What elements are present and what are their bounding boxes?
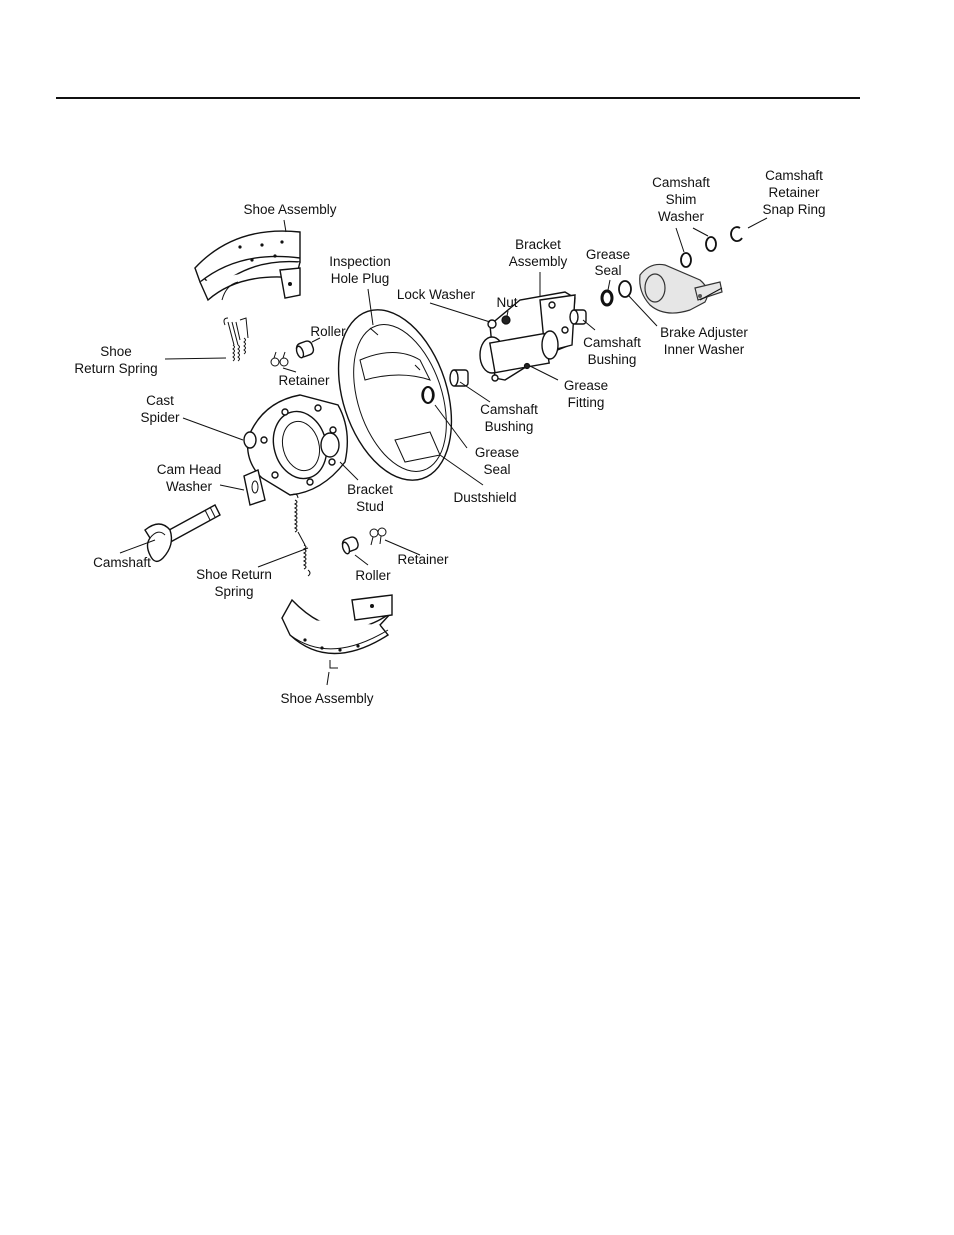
label-shoe-return-spring-top-1: Shoe	[100, 344, 132, 359]
leader-lines	[119, 217, 768, 686]
label-roller-bottom: Roller	[355, 568, 391, 583]
label-grease-fitting-2: Fitting	[568, 395, 605, 410]
label-shoe-return-spring-bottom-2: Spring	[214, 584, 253, 599]
camshaft-bushing-middle-part	[449, 369, 469, 387]
label-cam-head-washer-1: Cam Head	[157, 462, 222, 477]
label-lock-washer: Lock Washer	[397, 287, 476, 302]
cast-spider-part	[243, 394, 348, 496]
label-shoe-assembly-top: Shoe Assembly	[243, 202, 336, 217]
label-camshaft-bushing-middle-1: Camshaft	[480, 402, 538, 417]
label-brake-adjuster-inner-washer-2: Inner Washer	[664, 342, 745, 357]
label-camshaft-shim-washer-1: Camshaft	[652, 175, 710, 190]
camshaft-part	[144, 504, 221, 563]
top-rule	[56, 97, 860, 99]
label-shoe-assembly-bottom: Shoe Assembly	[280, 691, 373, 706]
label-inspection-hole-plug-2: Hole Plug	[331, 271, 390, 286]
nut-part	[501, 315, 511, 325]
label-snap-ring-3: Snap Ring	[762, 202, 825, 217]
cam-head-washer-part	[243, 469, 266, 506]
label-cast-spider-1: Cast	[146, 393, 174, 408]
label-camshaft-shim-washer-3: Washer	[658, 209, 705, 224]
roller-top-part	[295, 340, 315, 359]
camshaft-bushing-top-part	[569, 309, 587, 325]
label-shoe-return-spring-bottom-1: Shoe Return	[196, 567, 272, 582]
camshaft-shim-washer-part-1	[680, 252, 692, 268]
label-bracket-stud-1: Bracket	[347, 482, 393, 497]
bracket-assembly-part	[479, 291, 576, 382]
label-brake-adjuster-inner-washer-1: Brake Adjuster	[660, 325, 748, 340]
label-bracket-assembly-1: Bracket	[515, 237, 561, 252]
label-camshaft: Camshaft	[93, 555, 151, 570]
brake-adjuster-inner-washer-part	[618, 280, 632, 298]
slack-adjuster-part	[639, 263, 723, 314]
label-grease-seal-top-1: Grease	[586, 247, 630, 262]
label-camshaft-bushing-top-1: Camshaft	[583, 335, 641, 350]
lock-washer-part	[487, 319, 497, 329]
roller-bottom-part	[341, 536, 359, 555]
shoe-assembly-bottom-part	[281, 594, 393, 669]
label-cam-head-washer-2: Washer	[166, 479, 213, 494]
label-grease-seal-top-2: Seal	[594, 263, 621, 278]
label-inspection-hole-plug-1: Inspection	[329, 254, 391, 269]
label-nut: Nut	[496, 295, 517, 310]
grease-seal-top-part	[600, 289, 614, 307]
label-grease-seal-middle-2: Seal	[483, 462, 510, 477]
label-bracket-assembly-2: Assembly	[509, 254, 568, 269]
label-bracket-stud-2: Stud	[356, 499, 384, 514]
grease-seal-middle-part	[422, 386, 434, 404]
retainer-bottom-part	[369, 527, 387, 546]
label-cast-spider-2: Spider	[140, 410, 180, 425]
camshaft-shim-washer-part-2	[705, 236, 717, 252]
label-camshaft-bushing-top-2: Bushing	[588, 352, 637, 367]
grease-fitting-part	[523, 362, 531, 370]
label-retainer-bottom: Retainer	[397, 552, 449, 567]
shoe-assembly-top-part	[194, 230, 301, 302]
camshaft-retainer-snap-ring-part	[730, 226, 743, 242]
label-roller-top: Roller	[310, 324, 346, 339]
label-dustshield: Dustshield	[453, 490, 516, 505]
shoe-return-spring-top-part	[223, 317, 249, 362]
retainer-top-part	[270, 351, 289, 367]
label-camshaft-bushing-middle-2: Bushing	[485, 419, 534, 434]
label-grease-seal-middle-1: Grease	[475, 445, 519, 460]
label-grease-fitting-1: Grease	[564, 378, 608, 393]
label-camshaft-shim-washer-2: Shim	[666, 192, 697, 207]
label-snap-ring-1: Camshaft	[765, 168, 823, 183]
label-shoe-return-spring-top-2: Return Spring	[74, 361, 157, 376]
label-snap-ring-2: Retainer	[768, 185, 820, 200]
shoe-return-spring-bottom-part	[291, 493, 311, 577]
label-retainer-top: Retainer	[278, 373, 330, 388]
